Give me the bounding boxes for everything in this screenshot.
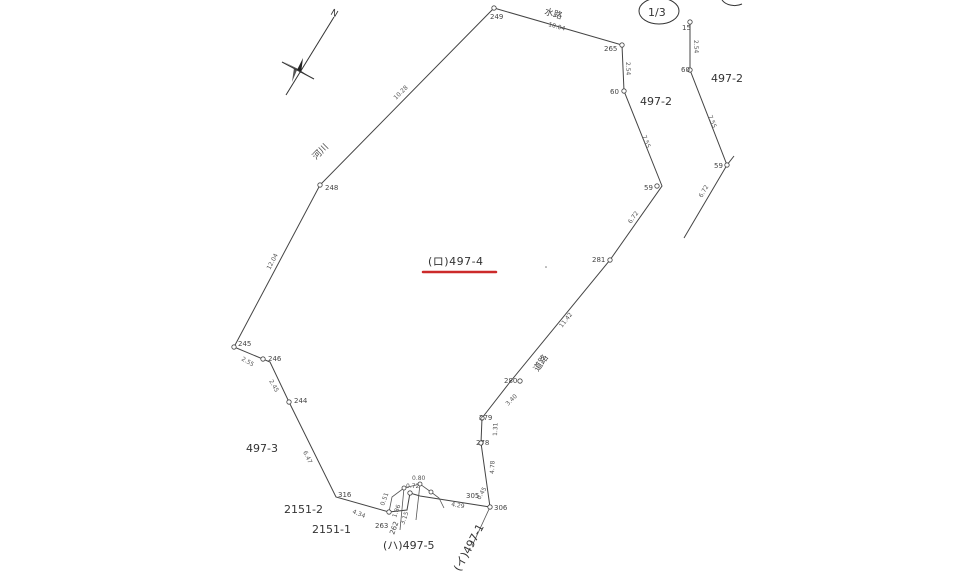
point-label-249: 249 <box>490 13 503 21</box>
parcel-label-497-2-right: 497-2 <box>711 72 743 85</box>
distance-label: 2.45 <box>267 379 280 394</box>
point-label-281: 281 <box>592 256 605 264</box>
distance-label: 0.80 <box>412 475 426 482</box>
inner-boundary-segment-2 <box>399 487 405 531</box>
point-label-278: 278 <box>476 439 489 447</box>
parcel-label-497-5: (ハ)497-5 <box>383 539 435 552</box>
distance-label: 0.72 <box>406 483 420 490</box>
distance-label: 10.04 <box>547 21 566 33</box>
point-label-60-right: 60 <box>681 66 690 74</box>
distance-label: 4.78 <box>489 460 496 474</box>
point-label-316: 316 <box>338 491 352 499</box>
distance-label: 6.47 <box>301 450 313 465</box>
distance-label: 4.29 <box>451 501 466 510</box>
distance-label: 12.04 <box>266 252 280 271</box>
highlight-parcel-label: (ロ)497-4 <box>428 255 484 268</box>
point-label-245: 245 <box>238 340 251 348</box>
point-label-59: 59 <box>644 184 653 192</box>
point-label-246: 246 <box>268 355 282 363</box>
parcel-label-2151-2: 2151-2 <box>284 503 323 516</box>
distance-label: 2.54 <box>624 62 631 76</box>
distance-label: 0.51 <box>379 492 390 507</box>
parcel-label-497-1: (イ)497-1 <box>451 522 487 574</box>
distance-label: 7.55 <box>706 114 718 129</box>
distance-label: 6.72 <box>627 210 641 225</box>
distance-label: 3.15 <box>399 511 410 526</box>
inner-boundary-segment-3 <box>415 483 421 521</box>
point-label-280: 280 <box>504 377 517 385</box>
point-label-265: 265 <box>604 45 617 53</box>
parcel-label-497-2: 497-2 <box>640 95 672 108</box>
survey-point-markers <box>231 5 730 515</box>
point-label-15-right: 15 <box>682 24 691 32</box>
sheet-number: 1/3 <box>638 0 680 25</box>
road-label-suiro: 水路 <box>543 5 564 22</box>
distance-label: 10.28 <box>392 84 409 101</box>
point-label-306: 306 <box>494 504 508 512</box>
distance-label: 3.40 <box>504 393 519 408</box>
distance-label: 4.34 <box>351 508 366 520</box>
point-label-60: 60 <box>610 88 619 96</box>
distance-label: 1.86 <box>391 504 402 519</box>
distance-label: 1.31 <box>492 422 499 436</box>
parcel-boundary <box>233 7 663 513</box>
compass-north-label: N <box>329 8 340 20</box>
distance-label: 7.55 <box>640 134 652 149</box>
point-label-244: 244 <box>294 397 308 405</box>
point-label-59-right: 59 <box>714 162 723 170</box>
point-label-248: 248 <box>325 184 338 192</box>
next-sheet-circle-fragment <box>721 0 743 7</box>
distance-label: 11.42 <box>558 311 574 329</box>
sheet-number-label: 1/3 <box>648 6 666 19</box>
distance-label: 2.54 <box>692 40 699 54</box>
inner-boundary-segment <box>471 506 491 547</box>
road-label-kasen: 河川 <box>310 141 331 162</box>
point-label-305: 305 <box>466 492 479 500</box>
parcel-label-497-3: 497-3 <box>246 442 278 455</box>
compass-icon: N <box>281 8 340 96</box>
point-label-263: 263 <box>375 522 388 530</box>
adjacent-parcel-boundary <box>683 22 735 239</box>
parcel-label-2151-1: 2151-1 <box>312 523 351 536</box>
point-label-279: 279 <box>479 414 492 422</box>
distance-label: 0.45 <box>476 486 489 501</box>
road-label-douro: 道路 <box>531 352 551 374</box>
distance-label: 2.55 <box>240 356 255 369</box>
